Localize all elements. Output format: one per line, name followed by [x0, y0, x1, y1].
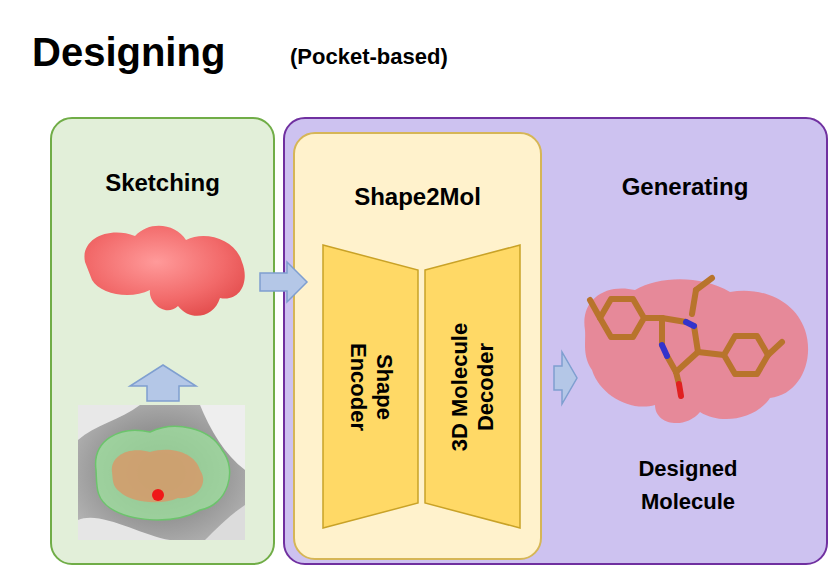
- trapezoid: [425, 245, 520, 528]
- title: Designing: [32, 28, 225, 76]
- right-arrow: [554, 352, 577, 404]
- shape-blob: [84, 226, 244, 316]
- result-caption: Designed Molecule: [603, 452, 773, 518]
- block-label: Shape Encoder: [345, 337, 397, 437]
- pocket-image: [78, 405, 245, 540]
- block-label: 3D Molecule Decoder: [447, 317, 499, 457]
- panel-heading: Shape2Mol: [293, 182, 542, 212]
- model-box: Shape2MolShape Encoder 3D Molecule Decode…: [293, 132, 542, 560]
- decoder-trapezoid: 3D Molecule Decoder: [424, 244, 521, 529]
- molecule: [584, 278, 808, 423]
- panel-heading: Generating: [585, 172, 785, 202]
- block-arrow: [260, 262, 307, 302]
- up-arrow: [130, 365, 196, 401]
- subtitle: (Pocket-based): [290, 43, 510, 71]
- trapezoid: [323, 245, 418, 528]
- panel-heading: Sketching: [50, 168, 275, 198]
- encoder-trapezoid: Shape Encoder: [322, 244, 419, 529]
- sketch-panel: Sketching: [50, 117, 275, 565]
- generate-panel: Generating Shape2MolShape Encoder 3D Molec…: [283, 117, 828, 565]
